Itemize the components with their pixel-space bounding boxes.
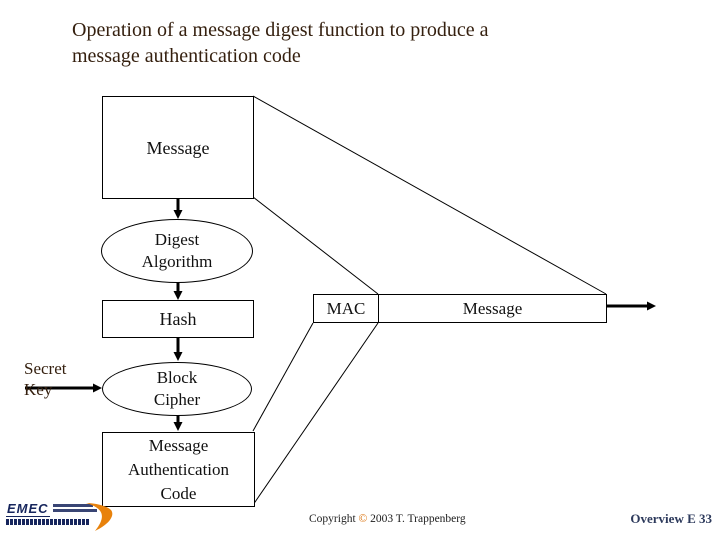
copyright-prefix: Copyright [309,513,356,525]
mac-box-line2: Authentication [127,459,230,479]
funnel-line-bottom [252,322,379,506]
output-message-label: Message [462,298,523,318]
funnel-line-inner-bottom [252,322,314,432]
message-box: Message [102,96,254,199]
block-cipher-line2: Cipher [153,390,201,409]
slide-title-line2: message authentication code [72,45,301,67]
logo-swoosh-icon [86,503,113,531]
secret-key-line2: Key [24,380,53,399]
digest-label-line1: Digest [154,230,200,249]
funnel-line-inner-top [252,196,379,295]
arrow-digest-to-hash [173,282,183,300]
copyright-text: Copyright © 2003 T. Trappenberg [309,513,466,525]
arrow-hash-to-cipher [173,337,183,361]
secret-key-label: Secret Key [24,358,94,400]
emec-logo: EMEC [6,502,113,534]
block-cipher-line1: Block [156,368,198,387]
message-authentication-code-box: Message Authentication Code [102,432,255,507]
mac-box-line3: Code [160,483,197,503]
copyright-icon: © [358,513,368,525]
arrow-output [607,301,656,311]
slide-title-line1: Operation of a message digest function t… [72,19,489,41]
funnel-line-top [252,95,607,295]
digest-label-line2: Algorithm [141,252,213,271]
arrow-cipher-to-maccode [173,414,183,431]
emec-logo-row: EMEC [6,502,112,517]
hash-box: Hash [102,300,254,338]
block-cipher-ellipse: Block Cipher [102,362,252,416]
arrow-message-to-digest [173,199,183,219]
emec-logo-text: EMEC [6,501,50,517]
secret-key-line1: Secret [24,359,67,378]
page-number: Overview E 33 [630,511,712,526]
emec-logo-bar [6,519,90,525]
emec-logo-finetext [52,504,97,512]
hash-box-label: Hash [159,309,197,329]
output-message-cell: Message [379,295,606,322]
mac-box-line1: Message [148,435,209,455]
output-strip: MAC Message [313,294,607,323]
digest-algorithm-ellipse: Digest Algorithm [101,219,253,283]
copyright-rest: 2003 T. Trappenberg [370,513,466,525]
message-box-label: Message [146,137,210,158]
slide-title: Operation of a message digest function t… [72,17,612,69]
output-mac-label: MAC [326,298,366,318]
output-mac-cell: MAC [314,295,379,322]
